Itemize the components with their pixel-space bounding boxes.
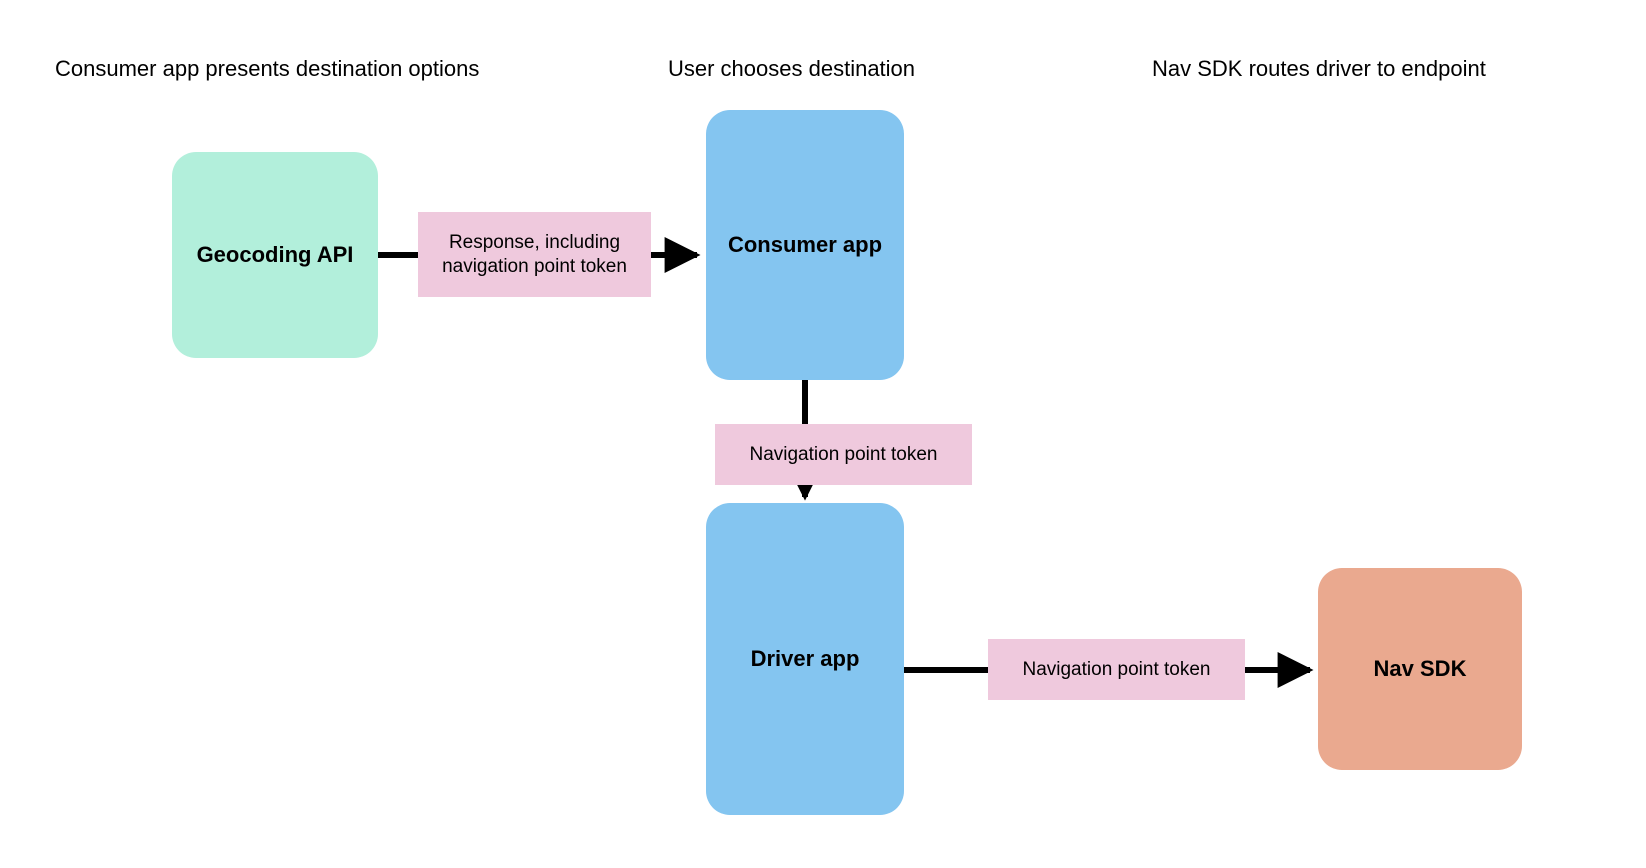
edge-label-nav-token-vertical-text: Navigation point token	[749, 443, 938, 465]
column-header-consumer-app: Consumer app presents destination option…	[55, 56, 480, 81]
node-consumer-app[interactable]: Consumer app	[706, 110, 904, 380]
edge-label-response-including-token: Response, including navigation point tok…	[418, 212, 651, 297]
edge-label-navigation-point-token-vertical: Navigation point token	[715, 424, 972, 485]
node-nav-sdk[interactable]: Nav SDK	[1318, 568, 1522, 770]
node-driver-app-label: Driver app	[750, 646, 860, 671]
node-nav-sdk-label: Nav SDK	[1373, 656, 1467, 681]
node-driver-app[interactable]: Driver app	[706, 503, 904, 815]
edge-label-navigation-point-token-horizontal: Navigation point token	[988, 639, 1245, 700]
column-header-nav-sdk-routes: Nav SDK routes driver to endpoint	[1152, 56, 1486, 81]
node-geocoding-api[interactable]: Geocoding API	[172, 152, 378, 358]
edge-label-response-text: Response, including navigation point tok…	[442, 231, 627, 277]
node-geocoding-api-label: Geocoding API	[196, 242, 354, 267]
node-consumer-app-label: Consumer app	[727, 232, 883, 257]
column-header-user-chooses: User chooses destination	[668, 56, 916, 81]
edge-label-nav-token-horizontal-text: Navigation point token	[1022, 658, 1211, 680]
